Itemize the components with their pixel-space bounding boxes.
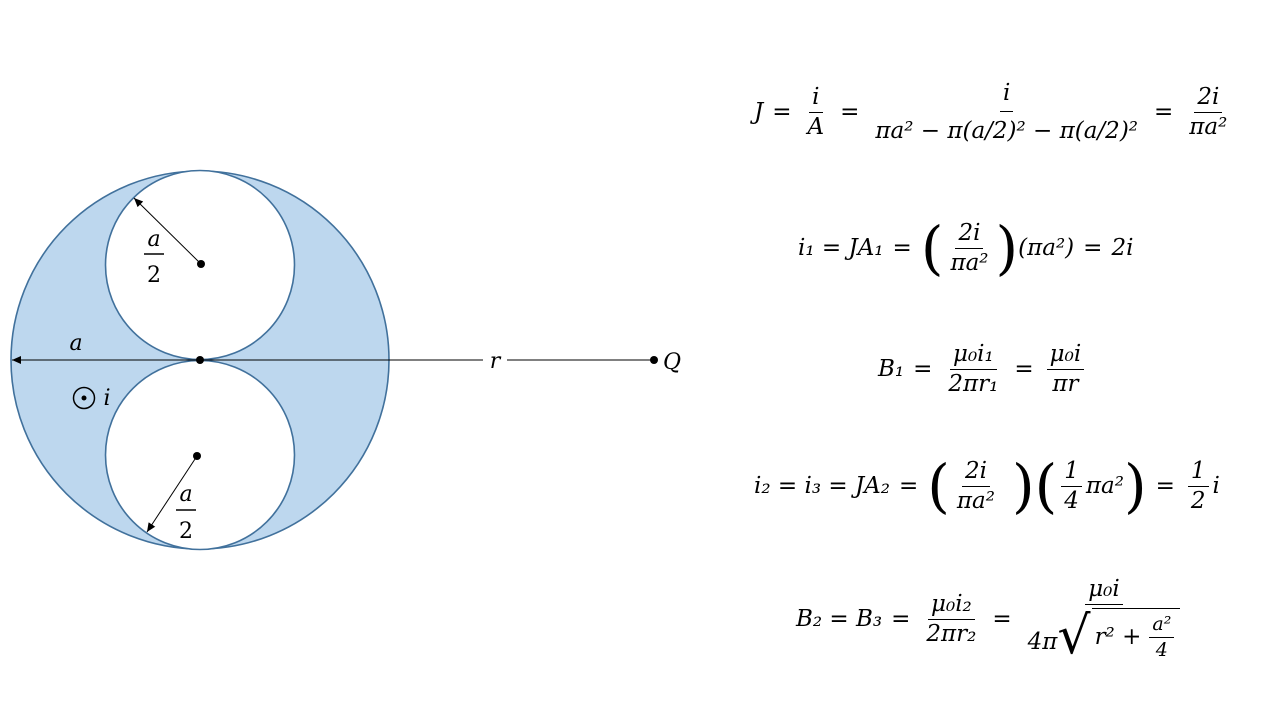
eq5-sqrt: √ r² + a² 4 [1057, 608, 1181, 662]
eq4-frac1: 2i πa² [954, 460, 998, 513]
eq3-lhs: B₁ [878, 356, 905, 382]
eq5-frac1-num: μ₀i₂ [928, 592, 975, 620]
point-q-label: Q [663, 350, 681, 375]
eq5-rad-frac-den: 4 [1155, 639, 1168, 661]
eq4-frac2-num: 1 [1061, 460, 1082, 487]
eq4-frac1-den: πa² [956, 488, 995, 514]
lower-radius-den: 2 [179, 519, 193, 544]
eq4-frac2-den: 4 [1064, 488, 1079, 514]
distance-label: r [490, 349, 502, 374]
eq1-frac2-num: i [1000, 82, 1014, 112]
eq3-frac2-num: μ₀i [1046, 343, 1085, 370]
eq2-lhs: i₁ = JA₁ [798, 235, 884, 261]
eq5-rad-frac: a² 4 [1149, 615, 1175, 661]
equation-current-density: J = i A = i πa² − π(a/2)² − π(a/2)² = 2i… [754, 82, 1234, 143]
equation-i2-i3: i₂ = i₃ = JA₂ = ( 2i πa² ) ( 1 4 πa² ) =… [754, 452, 1220, 521]
eq1-frac1-num: i [809, 86, 823, 113]
eq4-frac3-tail: i [1212, 473, 1220, 499]
current-out-of-page-icon [72, 386, 96, 410]
eq4-frac2: 1 4 [1061, 460, 1082, 513]
equation-i1: i₁ = JA₁ = ( 2i πa² ) (πa²) = 2i [798, 214, 1134, 283]
eq5-frac1-den: 2πr₂ [926, 620, 977, 647]
lower-radius-num: a [179, 482, 192, 507]
eq5-rad-frac-num: a² [1149, 615, 1175, 638]
eq1-frac3-den: πa² [1189, 114, 1228, 140]
eq4-frac3-num: 1 [1187, 460, 1209, 487]
eq5-frac2-num: μ₀i [1085, 578, 1123, 605]
eq3-frac1-num: μ₀i₁ [950, 343, 997, 370]
eq4-frac1-num: 2i [961, 460, 990, 487]
eq4-lhs: i₂ = i₃ = JA₂ [754, 473, 890, 499]
eq5-frac2: μ₀i 4π √ r² + a² 4 [1025, 578, 1184, 662]
eq4-frac2-tail: πa² [1085, 473, 1124, 499]
eq1-frac3-num: 2i [1194, 86, 1223, 113]
eq3-frac2: μ₀i πr [1046, 343, 1085, 397]
eq3-frac2-den: πr [1052, 371, 1079, 397]
eq2-frac1-den: πa² [950, 250, 989, 276]
upper-radius-arrow [133, 197, 202, 265]
eq2-frac1: 2i πa² [947, 222, 991, 275]
current-label: i [103, 386, 110, 411]
lower-radius-arrow [146, 455, 198, 533]
eq2-rhs: 2i [1111, 235, 1134, 261]
eq3-frac1: μ₀i₁ 2πr₁ [945, 343, 1001, 396]
current-distribution-diagram: a 2 a 2 a r Q i [10, 169, 681, 551]
eq4-frac3-den: 2 [1190, 488, 1206, 514]
eq5-frac2-den: 4π √ r² + a² 4 [1025, 605, 1184, 662]
eq2-frac1-num: 2i [955, 222, 984, 249]
equation-b1: B₁ = μ₀i₁ 2πr₁ = μ₀i πr [878, 343, 1088, 396]
eq5-lhs: B₂ = B₃ [796, 605, 883, 632]
eq1-frac2-den: πa² − π(a/2)² − π(a/2)² [875, 118, 1139, 144]
eq5-frac1: μ₀i₂ 2πr₂ [923, 592, 979, 647]
upper-radius-num: a [147, 227, 160, 252]
eq3-frac1-den: 2πr₁ [948, 371, 999, 397]
eq1-lhs: J [754, 99, 764, 125]
center-dot [196, 356, 204, 364]
eq2-factor2: (πa²) [1018, 235, 1075, 261]
eq4-frac3: 1 2 [1187, 460, 1209, 514]
eq5-rad-a: r² + [1094, 624, 1142, 650]
point-q-dot [650, 356, 658, 364]
big-radius-label: a [69, 331, 82, 356]
eq1-frac1: i A [805, 86, 828, 139]
upper-radius-den: 2 [147, 263, 161, 288]
eq1-frac3: 2i πa² [1186, 86, 1230, 139]
eq1-frac1-den: A [807, 114, 825, 140]
equation-b2-b3: B₂ = B₃ = μ₀i₂ 2πr₂ = μ₀i 4π √ r² + a² 4 [796, 578, 1187, 662]
eq1-frac2: i πa² − π(a/2)² − π(a/2)² [872, 82, 1141, 143]
eq5-den-pre: 4π [1027, 629, 1058, 655]
